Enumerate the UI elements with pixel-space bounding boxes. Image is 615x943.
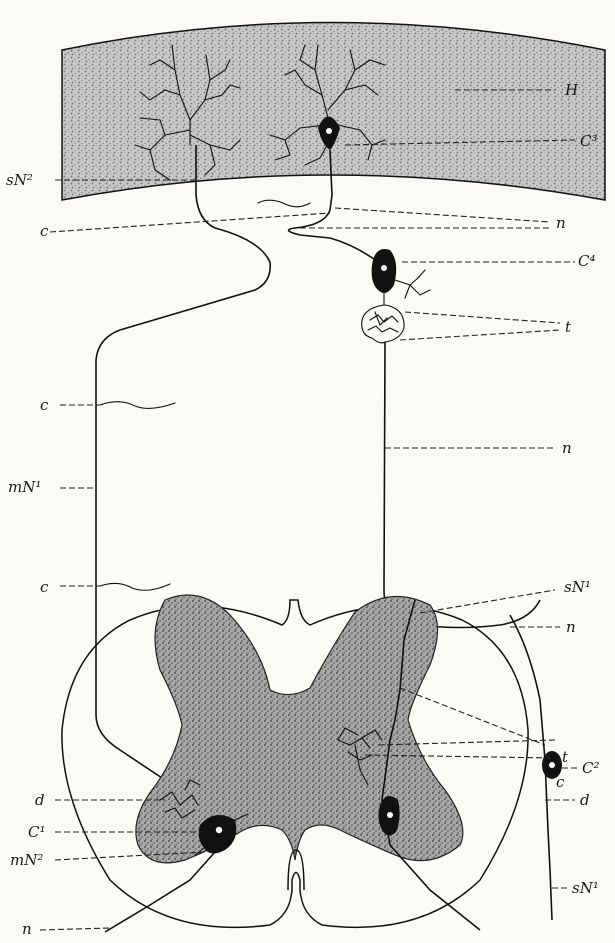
label-c1: C¹ [28,823,46,841]
label-sn1-upper: sN¹ [564,578,591,596]
label-h: H [564,81,579,99]
motor-nerve-exit [105,852,215,932]
terminal-arborization-top [362,305,404,343]
label-c-mid1: c [40,396,49,414]
label-n-cord: n [566,618,576,636]
grey-matter [136,595,463,863]
fiber-c4-down [384,342,540,628]
label-c-mid2: c [40,578,49,596]
label-sn1-lower: sN¹ [572,879,599,897]
capillary-top [258,200,310,207]
label-c-cord: c [556,773,565,791]
label-mn1: mN¹ [8,478,41,496]
label-mn2: mN² [10,851,43,869]
label-c3: C³ [580,132,598,150]
capillary-mid1 [100,402,175,409]
label-sn2: sN² [6,171,33,189]
cortex-band [62,23,605,201]
label-n-top: n [556,214,566,232]
label-t-top: t [565,318,572,336]
capillary-mid2 [100,583,170,590]
label-c-top: c [40,222,49,240]
label-c2: C² [582,759,600,777]
label-d-right: d [580,791,590,809]
label-t-cord: t [562,748,569,766]
label-d-left: d [35,791,45,809]
label-c4: C⁴ [578,252,596,270]
label-n-mid: n [562,439,572,457]
label-n-bottom: n [22,920,32,938]
neuron-c4 [372,249,397,293]
